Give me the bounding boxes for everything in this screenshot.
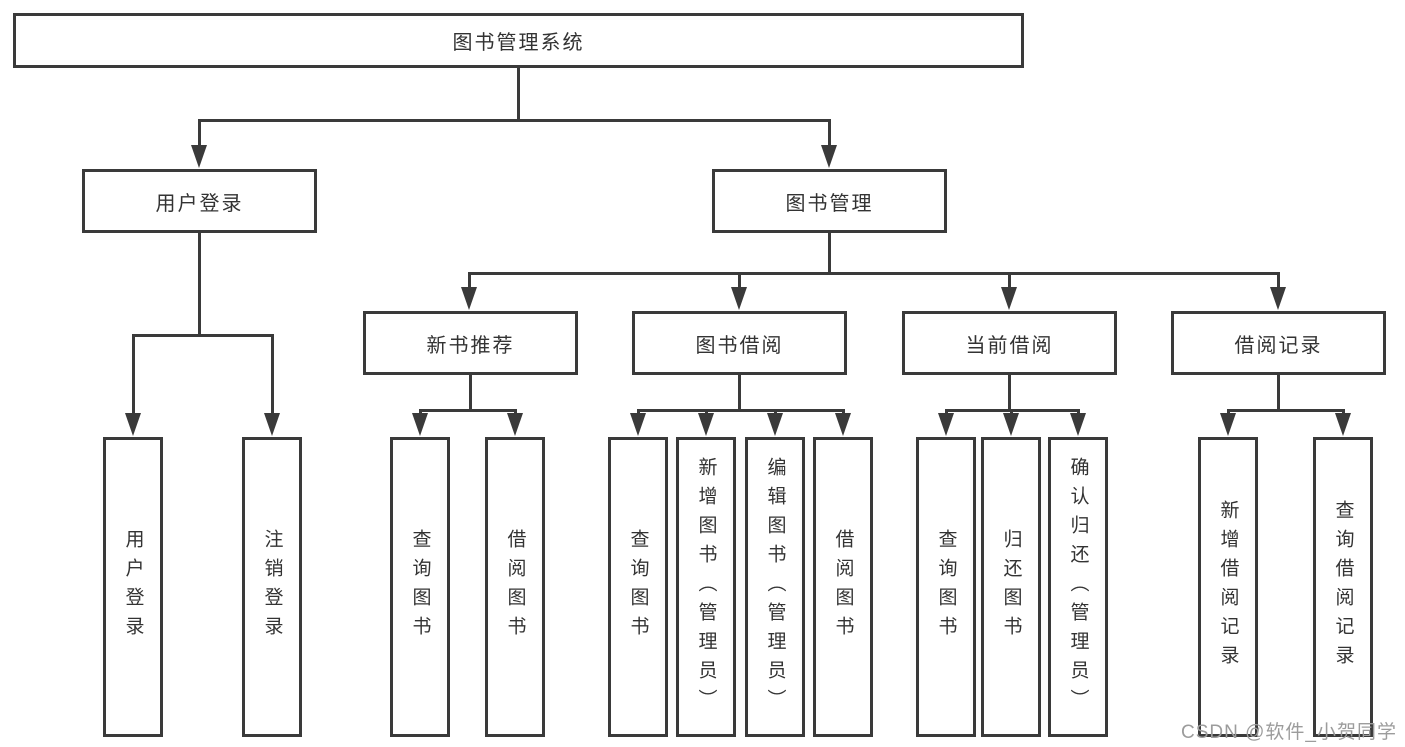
leaf-borrowing-borrow-books: 借阅图书 [813, 437, 873, 737]
arrow-down-icon [461, 287, 477, 310]
connector-line [738, 272, 741, 292]
connector-line [198, 233, 201, 337]
node-root-label: 图书管理系统 [452, 32, 585, 54]
arrow-down-icon [1003, 413, 1019, 436]
leaf-return-books: 归还图书 [981, 437, 1041, 737]
connector-line [1227, 409, 1344, 412]
leaf-newbook-borrow-books: 借阅图书 [485, 437, 545, 737]
connector-line [132, 334, 135, 420]
connector-line [419, 409, 517, 412]
arrow-down-icon [1001, 287, 1017, 310]
arrow-down-icon [835, 413, 851, 436]
node-new-book-recommend: 新书推荐 [363, 311, 578, 375]
node-borrowing-records-label: 借阅记录 [1234, 334, 1323, 357]
node-new-book-recommend-label: 新书推荐 [426, 334, 515, 357]
connector-line [198, 119, 831, 122]
leaf-add-books-admin: 新增图书（管理员） [676, 437, 736, 737]
leaf-confirm-return-admin: 确认归还（管理员） [1048, 437, 1108, 737]
arrow-down-icon [125, 413, 141, 436]
node-borrowing-records: 借阅记录 [1171, 311, 1386, 375]
connector-line [271, 334, 274, 420]
arrow-down-icon [938, 413, 954, 436]
arrow-down-icon [1070, 413, 1086, 436]
arrow-down-icon [821, 145, 837, 168]
leaf-logout: 注销登录 [242, 437, 302, 737]
connector-line [1008, 272, 1011, 292]
node-current-borrowing: 当前借阅 [902, 311, 1117, 375]
connector-line [469, 375, 472, 412]
node-book-management: 图书管理 [712, 169, 947, 233]
connector-line [828, 119, 831, 150]
node-user-login-group: 用户登录 [82, 169, 317, 233]
connector-line [132, 334, 274, 337]
leaf-add-borrow-record-label: 新增借阅记录 [1217, 500, 1239, 674]
leaf-user-login-label: 用户登录 [122, 529, 144, 645]
node-current-borrowing-label: 当前借阅 [965, 334, 1054, 357]
connector-line [468, 272, 471, 292]
arrow-down-icon [264, 413, 280, 436]
leaf-return-books-label: 归还图书 [1000, 529, 1022, 645]
leaf-newbook-query-books: 查询图书 [390, 437, 450, 737]
leaf-newbook-borrow-books-label: 借阅图书 [504, 529, 526, 645]
leaf-query-borrow-record-label: 查询借阅记录 [1332, 500, 1354, 674]
node-root: 图书管理系统 [13, 13, 1024, 68]
arrow-down-icon [191, 145, 207, 168]
connector-line [468, 272, 1280, 275]
connector-line [1008, 375, 1011, 412]
connector-line [198, 119, 201, 150]
arrow-down-icon [767, 413, 783, 436]
leaf-newbook-query-books-label: 查询图书 [409, 529, 431, 645]
arrow-down-icon [1270, 287, 1286, 310]
leaf-confirm-return-admin-label: 确认归还（管理员） [1067, 456, 1089, 718]
node-book-management-label: 图书管理 [785, 192, 874, 215]
leaf-add-books-admin-label: 新增图书（管理员） [695, 456, 717, 718]
node-book-borrowing-label: 图书借阅 [695, 334, 784, 357]
leaf-current-query-books-label: 查询图书 [935, 529, 957, 645]
connector-line [738, 375, 741, 412]
leaf-borrowing-borrow-books-label: 借阅图书 [832, 529, 854, 645]
arrow-down-icon [731, 287, 747, 310]
connector-line [517, 68, 520, 122]
node-book-borrowing: 图书借阅 [632, 311, 847, 375]
leaf-borrowing-query-books-label: 查询图书 [627, 529, 649, 645]
connector-line [1277, 272, 1280, 292]
connector-line [1277, 375, 1280, 412]
arrow-down-icon [630, 413, 646, 436]
leaf-user-login: 用户登录 [103, 437, 163, 737]
csdn-watermark: CSDN @软件_小贺同学 [1181, 722, 1397, 743]
leaf-edit-books-admin-label: 编辑图书（管理员） [764, 456, 786, 718]
leaf-borrowing-query-books: 查询图书 [608, 437, 668, 737]
leaf-current-query-books: 查询图书 [916, 437, 976, 737]
connector-line [637, 409, 844, 412]
node-user-login-group-label: 用户登录 [155, 192, 244, 215]
arrow-down-icon [507, 413, 523, 436]
leaf-add-borrow-record: 新增借阅记录 [1198, 437, 1258, 737]
arrow-down-icon [1220, 413, 1236, 436]
arrow-down-icon [1335, 413, 1351, 436]
leaf-logout-label: 注销登录 [261, 529, 283, 645]
arrow-down-icon [698, 413, 714, 436]
arrow-down-icon [412, 413, 428, 436]
connector-line [828, 233, 831, 275]
leaf-query-borrow-record: 查询借阅记录 [1313, 437, 1373, 737]
leaf-edit-books-admin: 编辑图书（管理员） [745, 437, 805, 737]
